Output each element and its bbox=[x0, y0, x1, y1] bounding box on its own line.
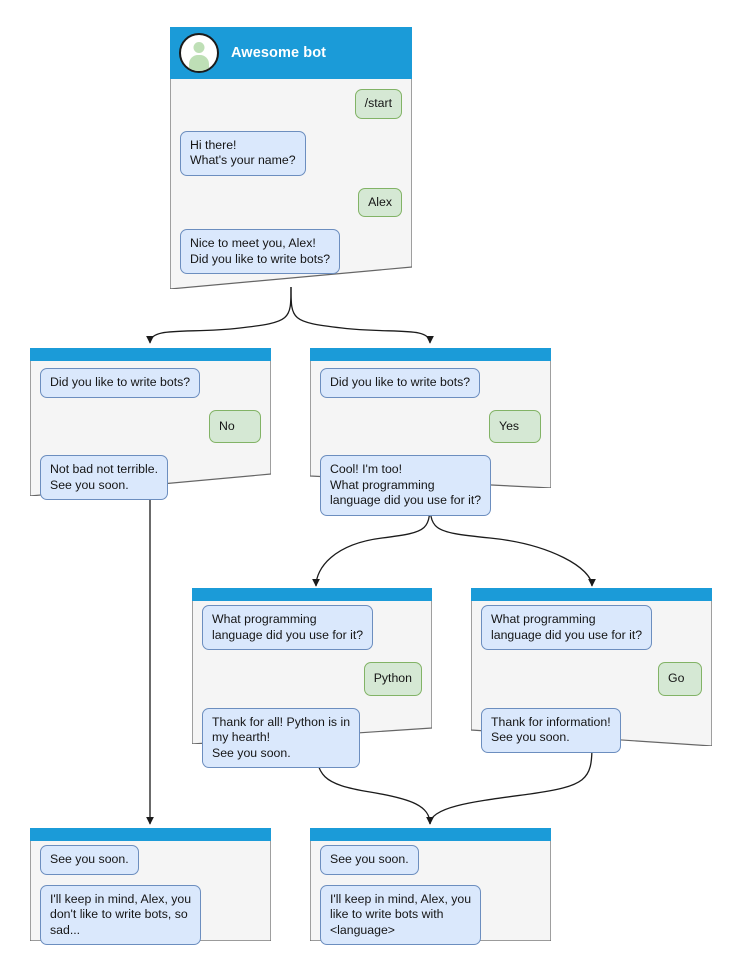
message-row: Go bbox=[481, 662, 702, 696]
bot-bubble[interactable]: Thank for all! Python is in my hearth! S… bbox=[202, 707, 361, 768]
edge-go-to-end-yes bbox=[429, 745, 593, 825]
message-row: Nice to meet you, Alex! Did you like to … bbox=[180, 229, 402, 274]
node-header-bar bbox=[310, 828, 551, 841]
message-row: I'll keep in mind, Alex, you like to wri… bbox=[320, 884, 541, 945]
message-row: Did you like to write bots? bbox=[40, 368, 261, 398]
user-bubble[interactable]: /start bbox=[354, 89, 402, 119]
message-row: Python bbox=[202, 662, 422, 696]
bot-bubble[interactable]: Did you like to write bots? bbox=[40, 368, 201, 398]
message-row: Yes bbox=[320, 409, 541, 443]
end-yes-node[interactable]: See you soon. I'll keep in mind, Alex, y… bbox=[310, 828, 551, 945]
bot-bubble[interactable]: Cool! I'm too! What programming language… bbox=[320, 455, 492, 516]
message-row: I'll keep in mind, Alex, you don't like … bbox=[40, 884, 261, 945]
chat-body: See you soon. I'll keep in mind, Alex, y… bbox=[310, 841, 551, 945]
chat-body: Did you like to write bots? No Not bad n… bbox=[30, 361, 271, 500]
root-node[interactable]: Awesome bot /start Hi there! What's your… bbox=[170, 27, 412, 289]
node-header-bar bbox=[310, 348, 551, 361]
bot-bubble[interactable]: Hi there! What's your name? bbox=[180, 130, 306, 176]
message-row: Alex bbox=[180, 187, 402, 217]
root-chat-header: Awesome bot bbox=[170, 27, 412, 79]
bot-bubble[interactable]: Nice to meet you, Alex! Did you like to … bbox=[180, 229, 341, 274]
bot-bubble[interactable]: I'll keep in mind, Alex, you like to wri… bbox=[320, 884, 482, 945]
user-avatar-icon bbox=[179, 33, 219, 73]
chat-body: Did you like to write bots? Yes Cool! I'… bbox=[310, 361, 551, 516]
message-row: /start bbox=[180, 89, 402, 119]
node-header-bar bbox=[192, 588, 432, 601]
user-bubble[interactable]: Alex bbox=[358, 187, 402, 217]
bot-bubble[interactable]: What programming language did you use fo… bbox=[481, 605, 653, 650]
chat-body: What programming language did you use fo… bbox=[192, 601, 432, 768]
message-row: Cool! I'm too! What programming language… bbox=[320, 455, 541, 516]
edge-root-to-no bbox=[146, 286, 292, 344]
bot-bubble[interactable]: Thank for information! See you soon. bbox=[481, 707, 621, 753]
message-row: Thank for all! Python is in my hearth! S… bbox=[202, 707, 422, 768]
chat-body: See you soon. I'll keep in mind, Alex, y… bbox=[30, 841, 271, 945]
message-row: Hi there! What's your name? bbox=[180, 130, 402, 176]
yes-branch-node[interactable]: Did you like to write bots? Yes Cool! I'… bbox=[310, 348, 551, 516]
message-row: See you soon. bbox=[320, 845, 541, 875]
edge-root-to-yes bbox=[290, 286, 434, 344]
user-bubble[interactable]: Yes bbox=[489, 409, 541, 443]
message-row: What programming language did you use fo… bbox=[202, 605, 422, 650]
bot-bubble[interactable]: Not bad not terrible. See you soon. bbox=[40, 455, 169, 500]
chat-body: What programming language did you use fo… bbox=[471, 601, 712, 753]
message-row: Thank for information! See you soon. bbox=[481, 707, 702, 753]
user-bubble[interactable]: No bbox=[209, 409, 261, 443]
message-row: Not bad not terrible. See you soon. bbox=[40, 455, 261, 500]
node-header-bar bbox=[30, 348, 271, 361]
message-row: What programming language did you use fo… bbox=[481, 605, 702, 650]
bot-bubble[interactable]: See you soon. bbox=[320, 845, 419, 875]
node-header-bar bbox=[30, 828, 271, 841]
end-no-node[interactable]: See you soon. I'll keep in mind, Alex, y… bbox=[30, 828, 271, 945]
bot-bubble[interactable]: What programming language did you use fo… bbox=[202, 605, 374, 650]
message-row: Did you like to write bots? bbox=[320, 368, 541, 398]
bot-bubble[interactable]: Did you like to write bots? bbox=[320, 368, 481, 398]
bot-name-label: Awesome bot bbox=[231, 45, 327, 61]
message-row: No bbox=[40, 409, 261, 443]
node-header-bar bbox=[471, 588, 712, 601]
message-row: See you soon. bbox=[40, 845, 261, 875]
python-branch-node[interactable]: What programming language did you use fo… bbox=[192, 588, 432, 768]
bot-bubble[interactable]: I'll keep in mind, Alex, you don't like … bbox=[40, 884, 202, 945]
go-branch-node[interactable]: What programming language did you use fo… bbox=[471, 588, 712, 753]
bot-bubble[interactable]: See you soon. bbox=[40, 845, 139, 875]
user-bubble[interactable]: Go bbox=[658, 662, 702, 696]
user-bubble[interactable]: Python bbox=[363, 662, 422, 696]
root-chat-body: /start Hi there! What's your name? Alex … bbox=[170, 79, 412, 279]
no-branch-node[interactable]: Did you like to write bots? No Not bad n… bbox=[30, 348, 271, 500]
